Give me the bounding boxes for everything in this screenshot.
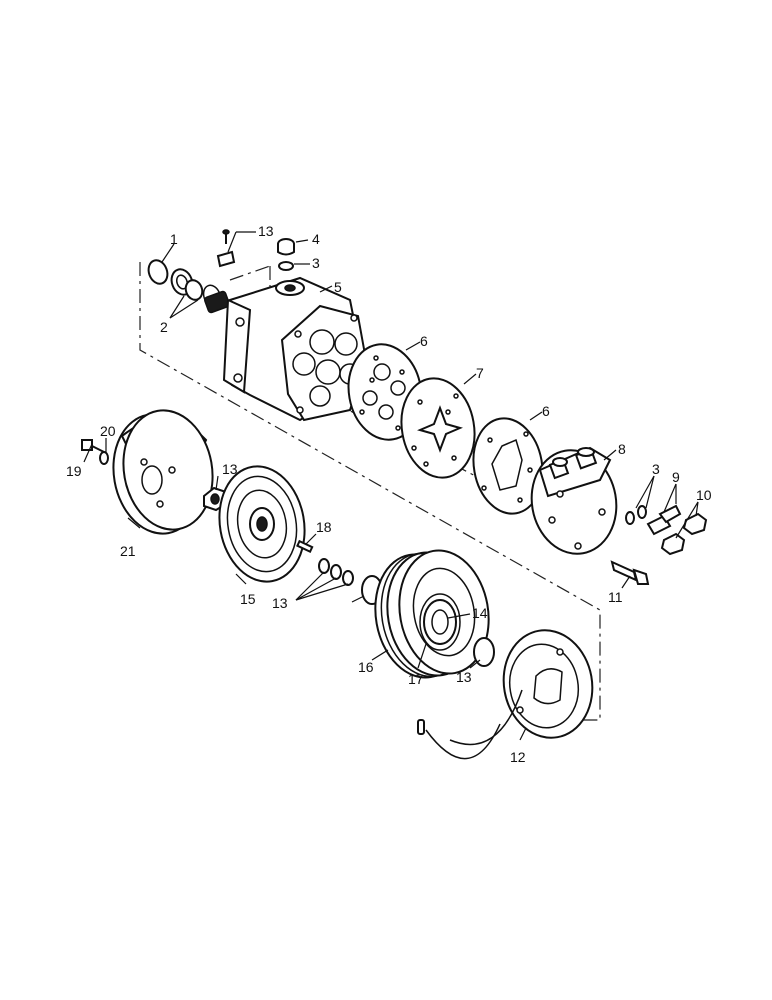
part-13-snap-ring-right <box>473 637 495 667</box>
callout-7: 7 <box>476 365 484 381</box>
part-9-fittings <box>646 504 682 536</box>
callout-9: 9 <box>672 469 680 485</box>
callout-14: 14 <box>472 605 488 621</box>
part-17-bearing-ring <box>419 593 461 651</box>
part-3-washer-top <box>278 261 294 271</box>
callout-21: 21 <box>120 543 136 559</box>
part-11-bolt <box>610 560 650 585</box>
part-18-key <box>296 539 314 554</box>
callout-5: 5 <box>334 279 342 295</box>
leader-lines <box>83 231 699 741</box>
callout-15: 15 <box>240 591 256 607</box>
callout-11: 11 <box>608 589 623 605</box>
part-13-screw-clip <box>216 229 236 268</box>
callout-13-top: 13 <box>258 223 274 239</box>
callout-6-upper: 6 <box>420 333 428 349</box>
callout-6-lower: 6 <box>542 403 550 419</box>
part-1-o-ring <box>147 259 169 285</box>
callout-1: 1 <box>170 231 178 247</box>
callout-2: 2 <box>160 319 168 335</box>
part-14-bearing <box>423 599 457 645</box>
callout-18: 18 <box>316 519 332 535</box>
part-8-rear-head <box>530 446 618 555</box>
part-13-shims <box>318 558 354 586</box>
callout-4: 4 <box>312 231 320 247</box>
part-2-seal <box>170 268 230 314</box>
callout-3-right: 3 <box>652 461 660 477</box>
callout-20: 20 <box>100 423 116 439</box>
part-12-field-coil <box>417 629 594 760</box>
part-15-clutch-hub <box>218 465 306 583</box>
callout-13-snap-ring: 13 <box>456 669 472 685</box>
callout-10: 10 <box>696 487 712 503</box>
part-4-cap <box>277 238 295 256</box>
part-7-valve-plate <box>400 377 476 479</box>
callout-13-shims: 13 <box>272 595 288 611</box>
callout-labels: 1 2 13 4 3 5 6 7 6 8 3 9 10 11 12 19 20 … <box>66 223 712 765</box>
part-3-o-rings-right <box>625 505 647 525</box>
callout-12: 12 <box>510 749 526 765</box>
part-5-compressor-body <box>222 276 368 422</box>
part-20-washer <box>99 451 109 465</box>
callout-19: 19 <box>66 463 82 479</box>
callout-17: 17 <box>408 671 424 687</box>
part-6-gasket-lower <box>472 417 544 515</box>
part-21-pulley-cover <box>112 409 214 535</box>
part-10-caps <box>660 512 708 556</box>
part-19-bolt <box>81 439 105 453</box>
callout-13-nut: 13 <box>222 461 238 477</box>
callout-16: 16 <box>358 659 374 675</box>
callout-3-top: 3 <box>312 255 320 271</box>
callout-8: 8 <box>618 441 626 457</box>
